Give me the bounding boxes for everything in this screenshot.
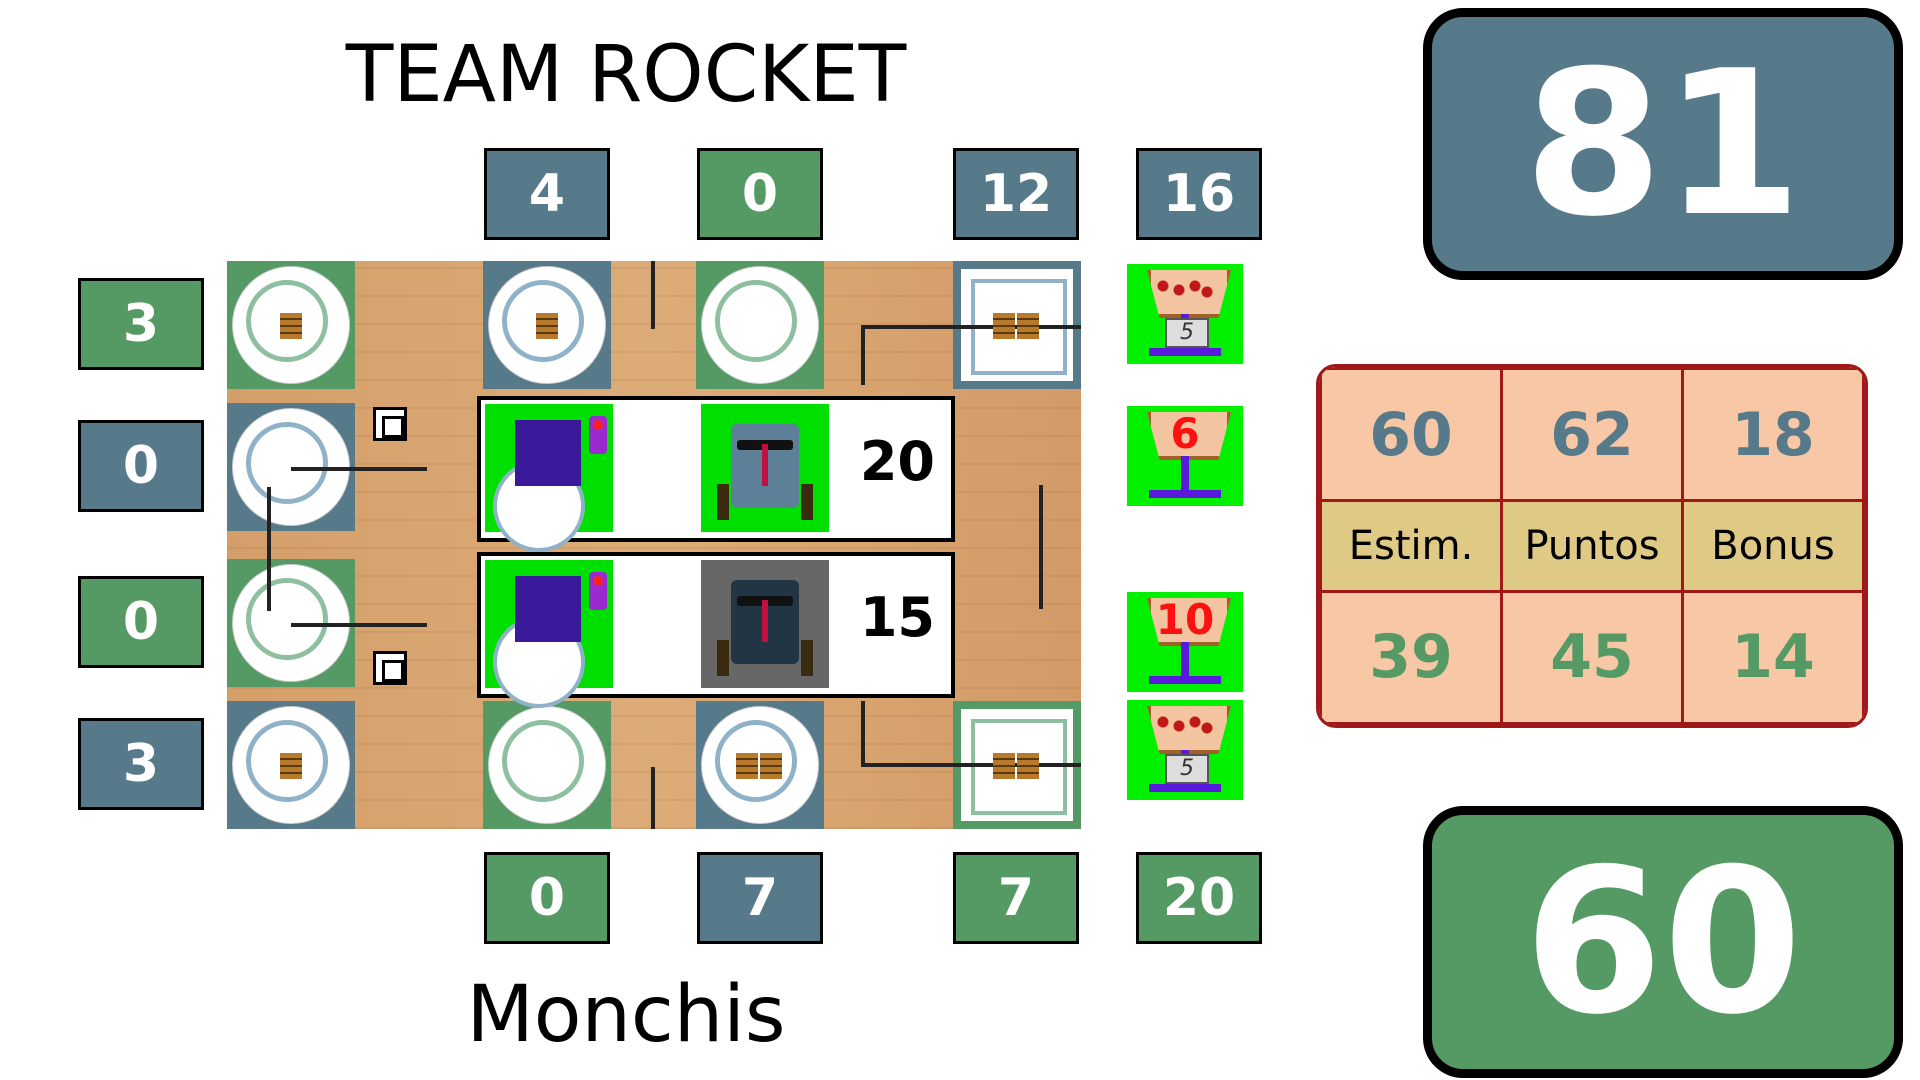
bottom-column-chip-2: 7: [697, 852, 823, 944]
bottom-column-chip-4: 20: [1136, 852, 1262, 944]
stats-table: 60 62 18 Estim. Puntos Bonus 39 45 14: [1316, 364, 1868, 728]
path-line: [861, 325, 1081, 329]
plate-icon: [489, 707, 605, 823]
top-column-chip-2: 0: [697, 148, 823, 240]
scale-icon: 5: [1127, 264, 1243, 364]
cookie-icon: [280, 753, 302, 779]
scale-icon: 6: [1127, 406, 1243, 506]
cookie-icon: [736, 753, 758, 779]
top-column-chip-1: 4: [484, 148, 610, 240]
robot-icon: [485, 404, 613, 552]
stats-top-estim: 60: [1319, 367, 1503, 503]
scale-icon: 10: [1127, 592, 1243, 692]
bottom-column-chip-1: 0: [484, 852, 610, 944]
team-bottom-name: Monchis: [466, 970, 786, 1060]
robot-card-2: 15: [477, 552, 955, 708]
qr-marker-icon: [373, 651, 407, 685]
bottom-column-chip-3: 7: [953, 852, 1079, 944]
robot-icon: [485, 560, 613, 708]
board-cell: [953, 261, 1081, 389]
cookie-icon: [536, 313, 558, 339]
plate-icon: [233, 707, 349, 823]
robot-1-score: 20: [859, 430, 935, 493]
qr-marker-icon: [373, 407, 407, 441]
path-line: [651, 261, 655, 329]
cookie-icon: [280, 313, 302, 339]
board-cell: [483, 701, 611, 829]
team-top-name: TEAM ROCKET: [345, 30, 907, 120]
board-cell: [696, 261, 824, 389]
stats-top-bonus: 18: [1681, 367, 1865, 503]
scale-icon: 5: [1127, 700, 1243, 800]
stats-bottom-bonus: 14: [1681, 589, 1865, 725]
person-icon: [701, 404, 829, 532]
path-line: [267, 487, 271, 611]
game-board: [227, 261, 1081, 829]
left-row-chip-4: 3: [78, 718, 204, 810]
board-cell: [696, 701, 824, 829]
cookie-icon: [993, 753, 1015, 779]
path-line: [1039, 485, 1043, 609]
path-line: [861, 325, 865, 385]
path-line: [861, 701, 865, 763]
board-cell: [227, 261, 355, 389]
left-row-chip-2: 0: [78, 420, 204, 512]
team-top-score: 81: [1423, 8, 1903, 280]
path-line: [291, 467, 427, 471]
stats-label-estim: Estim.: [1319, 499, 1503, 593]
plate-icon: [702, 267, 818, 383]
stats-label-puntos: Puntos: [1500, 499, 1684, 593]
robot-card-1: 20: [477, 396, 955, 552]
cookie-icon: [1017, 313, 1039, 339]
scale-weight: 10: [1155, 595, 1215, 644]
left-row-chip-1: 3: [78, 278, 204, 370]
left-row-chip-3: 0: [78, 576, 204, 668]
scale-display: 5: [1165, 318, 1209, 348]
stats-bottom-puntos: 45: [1500, 589, 1684, 725]
path-line: [651, 767, 655, 829]
stats-top-puntos: 62: [1500, 367, 1684, 503]
top-column-chip-4: 16: [1136, 148, 1262, 240]
person-icon: [701, 560, 829, 688]
scale-display: 5: [1165, 754, 1209, 784]
top-column-chip-3: 12: [953, 148, 1079, 240]
board-cell: [483, 261, 611, 389]
stats-label-bonus: Bonus: [1681, 499, 1865, 593]
stats-bottom-estim: 39: [1319, 589, 1503, 725]
cookie-icon: [760, 753, 782, 779]
robot-2-score: 15: [859, 586, 935, 649]
team-bottom-score: 60: [1423, 806, 1903, 1078]
cookie-icon: [993, 313, 1015, 339]
path-line: [861, 763, 1081, 767]
scale-weight: 6: [1170, 409, 1200, 458]
wood-table: [227, 261, 1081, 829]
path-line: [291, 623, 427, 627]
cookie-icon: [1017, 753, 1039, 779]
board-cell: [227, 701, 355, 829]
